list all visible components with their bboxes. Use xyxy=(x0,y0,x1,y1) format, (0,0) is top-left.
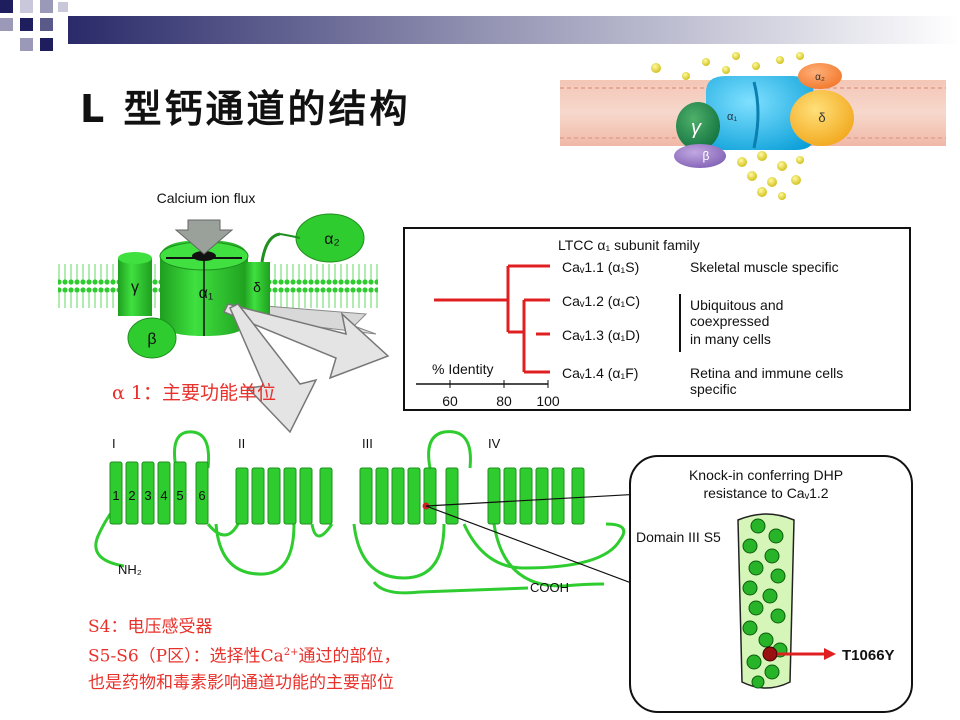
header-square xyxy=(40,18,53,31)
note-target: 也是药物和毒素影响通道功能的主要部位 xyxy=(88,672,394,693)
zoom-panel: Knock-in conferring DHP resistance to Ca… xyxy=(629,455,913,713)
channel-3d-illustration: α₂ δ γ α₁ β xyxy=(560,52,946,200)
group-desc-line: Ubiquitous and xyxy=(690,297,783,313)
header-square xyxy=(0,18,13,31)
header-decoration xyxy=(0,0,960,51)
retina-desc-line: Retina and immune cells xyxy=(690,365,843,381)
header-square xyxy=(58,2,68,12)
identity-tick: 100 xyxy=(536,393,560,409)
alpha1-label: α₁ xyxy=(199,285,214,302)
header-bar xyxy=(68,16,960,44)
note-s5s6-pre: S5-S6（P区）：选择性Ca xyxy=(88,646,284,667)
note-s5s6-post: 通过的部位， xyxy=(298,646,401,667)
identity-tick: 60 xyxy=(442,393,458,409)
ltcc-family-panel: LTCC α₁ subunit family Caᵥ1.1 (α₁S) Caᵥ1… xyxy=(403,227,911,411)
alpha2-subunit-shape xyxy=(798,63,842,89)
gamma-subunit-shape xyxy=(118,258,152,316)
page-title: L 型钙通道的结构 xyxy=(80,87,411,131)
segment-label: 1 xyxy=(112,488,119,503)
header-square xyxy=(20,0,33,13)
group-desc-line: in many cells xyxy=(690,331,771,347)
domain-label: I xyxy=(112,436,116,451)
icon-alpha1-label: α₁ xyxy=(727,111,737,123)
beta-subunit-shape xyxy=(674,144,726,168)
alpha1-subunit-shape xyxy=(706,76,814,150)
icon-alpha2-label: α₂ xyxy=(815,72,825,83)
beta-label: β xyxy=(147,331,156,348)
domain-II xyxy=(235,467,333,525)
zoom-caption-line: resistance to Caᵥ1.2 xyxy=(703,485,828,501)
icon-beta-label: β xyxy=(703,149,710,163)
note-s4: S4：电压感受器 xyxy=(88,617,213,637)
header-square xyxy=(0,0,13,13)
group-desc-line: coexpressed xyxy=(690,313,769,329)
alpha2-label: α₂ xyxy=(324,231,339,248)
identity-tree xyxy=(434,264,550,374)
identity-tick: 80 xyxy=(496,393,512,409)
gamma-subunit-shape xyxy=(676,102,720,150)
calcium-ions xyxy=(651,52,804,200)
notes-block: S4：电压感受器 S5-S6（P区）：选择性Ca2+通过的部位， 也是药物和毒素… xyxy=(88,614,401,696)
ltcc-member-name: Caᵥ1.1 (α₁S) xyxy=(562,259,639,275)
header-square xyxy=(40,38,53,51)
alpha1-topology: I II III IV 1 2 3 4 5 6 NH₂ COOH xyxy=(94,430,626,595)
mutation-atom xyxy=(762,646,778,662)
header-square xyxy=(20,18,33,31)
c-terminus-label: COOH xyxy=(530,580,569,595)
note-s5s6: S5-S6（P区）：选择性Ca2+通过的部位， xyxy=(88,640,401,670)
ltcc-member-name: Caᵥ1.4 (α₁F) xyxy=(562,365,638,381)
domain-label: III xyxy=(362,436,373,451)
segment-label: 4 xyxy=(160,488,167,503)
zoom-caption-line: Knock-in conferring DHP xyxy=(689,467,843,483)
helix-atoms xyxy=(742,518,788,689)
segment-label: 3 xyxy=(144,488,151,503)
alpha1-note: α 1：主要功能单位 xyxy=(112,382,276,404)
ltcc-member-name: Caᵥ1.2 (α₁C) xyxy=(562,293,640,309)
mutation-label: T1066Y xyxy=(842,647,895,664)
domain-I xyxy=(109,461,209,525)
delta-subunit-shape xyxy=(244,262,270,314)
note-s5s6-sup: 2+ xyxy=(283,647,299,658)
beta-subunit-shape xyxy=(127,317,177,359)
gamma-label: γ xyxy=(131,279,139,296)
callout-arrows xyxy=(222,303,390,434)
domain-IV xyxy=(487,467,585,525)
ltcc-member-desc: Skeletal muscle specific xyxy=(690,259,839,275)
header-square xyxy=(40,0,53,13)
ltcc-title: LTCC α₁ subunit family xyxy=(558,237,700,253)
channel-schematic: Calcium ion flux γ α₁ δ β α₂ xyxy=(58,190,378,359)
delta-subunit-shape xyxy=(790,90,854,146)
segment-label: 5 xyxy=(176,488,183,503)
flux-arrow xyxy=(174,219,234,255)
delta-label: δ xyxy=(253,279,261,295)
icon-delta-label: δ xyxy=(818,110,825,125)
retina-desc-line: specific xyxy=(690,381,737,397)
segment-label: 6 xyxy=(198,488,205,503)
n-terminus-label: NH₂ xyxy=(118,562,142,577)
segment-label: 2 xyxy=(128,488,135,503)
domain-label: II xyxy=(238,436,245,451)
flux-label: Calcium ion flux xyxy=(157,190,256,206)
domain-III xyxy=(359,467,459,525)
header-square xyxy=(20,38,33,51)
ltcc-member-name: Caᵥ1.3 (α₁D) xyxy=(562,327,640,343)
identity-axis-label: % Identity xyxy=(432,361,493,377)
domain-label: IV xyxy=(488,436,501,451)
domain-s5-label: Domain III S5 xyxy=(636,529,721,545)
icon-gamma-label: γ xyxy=(691,117,702,139)
